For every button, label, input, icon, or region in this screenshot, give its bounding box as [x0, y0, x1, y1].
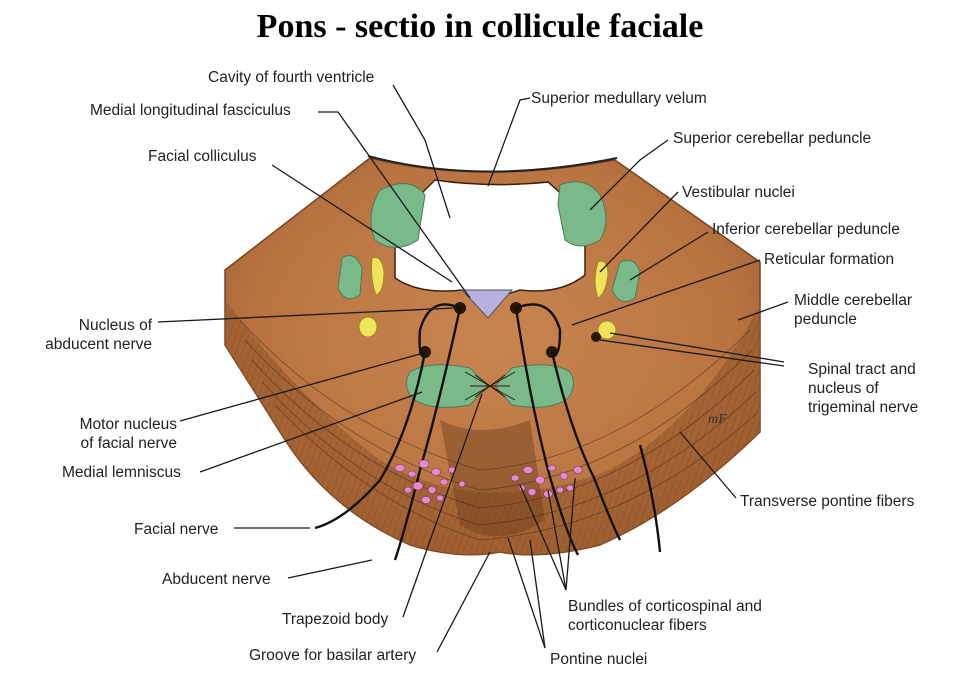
- label-medial-longitudinal-fasciculus: Medial longitudinal fasciculus: [90, 102, 291, 119]
- facial-nerve-course: [314, 303, 622, 541]
- label-vestibular-nuclei: Vestibular nuclei: [682, 184, 795, 201]
- medial-lemniscus-right: [494, 364, 574, 408]
- fourth-ventricle-cavity: [394, 179, 586, 301]
- vestibular-nucleus-left: [371, 257, 385, 296]
- label-middle-cerebellar-peduncle: Middle cerebellar peduncle: [794, 292, 913, 328]
- page-title: Pons - sectio in collicule faciale: [256, 8, 704, 45]
- label-motor-nucleus-facial: Motor nucleus of facial nerve: [79, 416, 177, 452]
- superior-cerebellar-peduncle-right: [557, 181, 607, 247]
- label-inferior-cerebellar-peduncle: Inferior cerebellar peduncle: [712, 221, 900, 238]
- superior-cerebellar-peduncle-left: [370, 183, 426, 248]
- label-groove-basilar-artery: Groove for basilar artery: [249, 647, 417, 664]
- floor-median-sulcus: [460, 289, 514, 319]
- basilar-dark-region: [440, 420, 545, 537]
- medial-lemniscus-left: [406, 364, 489, 408]
- artist-signature: mF: [708, 412, 727, 427]
- label-cavity-fourth-ventricle: Cavity of fourth ventricle: [208, 69, 375, 86]
- label-medial-lemniscus: Medial lemniscus: [62, 464, 181, 481]
- label-pontine-nuclei: Pontine nuclei: [550, 651, 648, 668]
- trapezoid-fibers: [464, 371, 516, 401]
- corticospinal-bundles-right: [510, 464, 583, 498]
- vestibular-nucleus-right: [594, 260, 609, 299]
- label-spinal-tract-trigeminal: Spinal tract and nucleus of trigeminal n…: [808, 361, 919, 416]
- label-facial-nerve: Facial nerve: [134, 521, 219, 538]
- label-trapezoid-body: Trapezoid body: [282, 611, 389, 628]
- spinal-trigeminal-nucleus-right: [597, 320, 617, 340]
- spinal-tract-dot: [591, 332, 601, 342]
- leader-lines: [157, 84, 789, 653]
- label-transverse-pontine-fibers: Transverse pontine fibers: [740, 493, 915, 510]
- label-facial-colliculus: Facial colliculus: [148, 148, 257, 165]
- inferior-cerebellar-peduncle-left: [337, 255, 363, 300]
- superior-medullary-velum: [367, 155, 618, 173]
- spinal-trigeminal-nucleus-left: [358, 316, 378, 338]
- inferior-cerebellar-peduncle-right: [611, 259, 641, 303]
- corticospinal-bundles-left: [394, 459, 466, 504]
- label-abducent-nerve: Abducent nerve: [162, 571, 271, 588]
- label-superior-cerebellar-peduncle: Superior cerebellar peduncle: [673, 130, 872, 147]
- label-corticospinal-bundles: Bundles of corticospinal and corticonucl…: [568, 598, 762, 634]
- label-superior-medullary-velum: Superior medullary velum: [531, 90, 707, 107]
- transverse-fibers: [239, 319, 759, 541]
- right-lateral-nerve-arc: [638, 444, 662, 553]
- label-nucleus-abducent: Nucleus of abducent nerve: [45, 317, 152, 353]
- label-reticular-formation: Reticular formation: [764, 251, 895, 268]
